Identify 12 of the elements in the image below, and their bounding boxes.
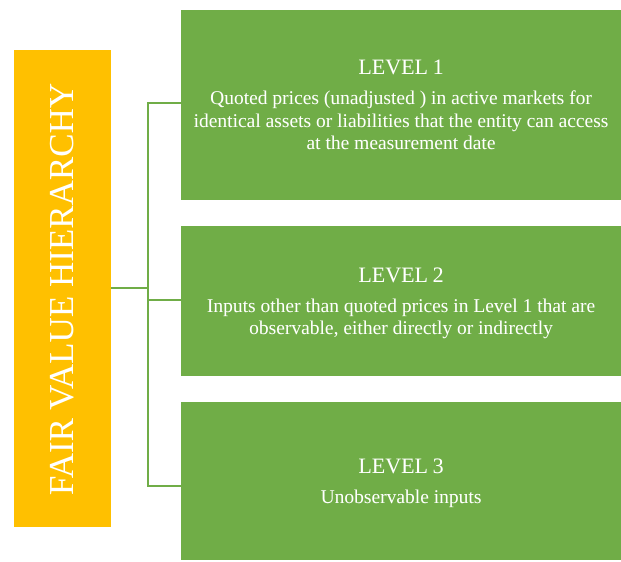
level-heading: LEVEL 3 [358, 452, 444, 479]
level-box [181, 10, 621, 200]
level-description: Inputs other than quoted prices in Level 1 that are observable, either directly or indirectly [206, 296, 596, 340]
level-box [181, 402, 621, 560]
connector-line [111, 287, 181, 487]
vertical-title: FAIR VALUE HIERARCHY [42, 82, 82, 495]
level-box [181, 226, 621, 376]
title-bar [14, 50, 111, 527]
level-description: Quoted prices (unadjusted ) in active markets for identical assets or liabilities that the entity can access at the measurement date [192, 88, 610, 156]
level-heading: LEVEL 1 [358, 54, 444, 80]
level-description: Unobservable inputs [320, 486, 482, 510]
level-heading: LEVEL 2 [358, 262, 444, 288]
